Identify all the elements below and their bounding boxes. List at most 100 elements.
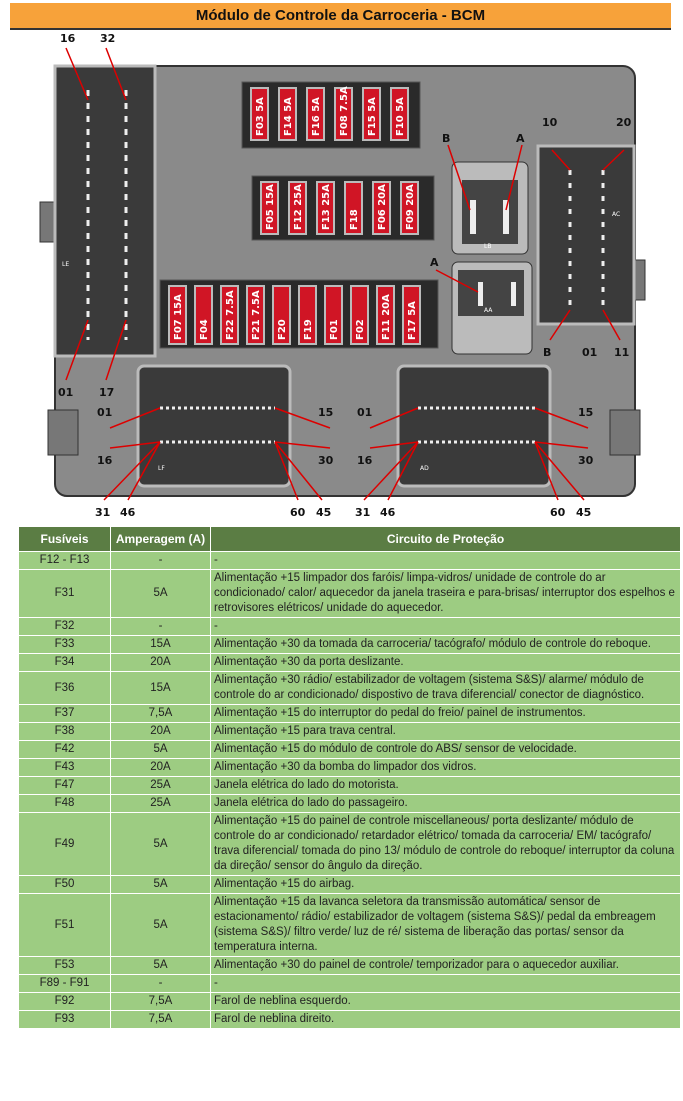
fuse: F02 (350, 285, 369, 345)
fuse-label: F02 (355, 319, 366, 340)
mount-tab (47, 409, 79, 456)
circuit-description: Alimentação +15 do interruptor do pedal … (210, 704, 681, 723)
fuse-id: F93 (18, 1010, 111, 1029)
circuit-description: Janela elétrica do lado do motorista. (210, 776, 681, 795)
pin-label: 01 (97, 406, 112, 419)
fuse-label: F08 7.5A (339, 86, 350, 136)
fuse-label: F17 5A (407, 301, 418, 340)
circuit-description: Alimentação +30 rádio/ estabilizador de … (210, 671, 681, 705)
pin-label: A (430, 256, 439, 269)
circuit-description: Alimentação +15 para trava central. (210, 722, 681, 741)
fuse-id: F42 (18, 740, 111, 759)
pin-label: 17 (99, 386, 114, 399)
fuse-label: F07 15A (173, 294, 184, 340)
fuse: F13 25A (316, 181, 335, 235)
mount-tab (609, 409, 641, 456)
fuse-id: F49 (18, 812, 111, 876)
pin-label: 01 (582, 346, 597, 359)
fuse-id: F89 - F91 (18, 974, 111, 993)
pin-label: 46 (380, 506, 396, 519)
pin-label: 15 (318, 406, 333, 419)
svg-text:LE: LE (62, 261, 69, 268)
amperage: - (110, 974, 211, 993)
svg-text:AC: AC (612, 211, 620, 218)
pin-label: 31 (95, 506, 110, 519)
fuse: F03 5A (250, 87, 269, 141)
amperage: 25A (110, 776, 211, 795)
svg-text:AA: AA (484, 307, 493, 314)
circuit-description: Alimentação +15 do painel de controle mi… (210, 812, 681, 876)
pin-label: 30 (318, 454, 334, 467)
fuse-label: F05 15A (265, 184, 276, 230)
fuse-label: F13 25A (321, 184, 332, 230)
fuse-label: F18 (349, 209, 360, 230)
pin-label: 01 (357, 406, 372, 419)
amperage: 15A (110, 635, 211, 654)
fuse: F16 5A (306, 87, 325, 141)
pin-label: 30 (578, 454, 594, 467)
circuit-description: Janela elétrica do lado do passageiro. (210, 794, 681, 813)
pin-label: B (543, 346, 551, 359)
circuit-description: Alimentação +30 da tomada da carroceria/… (210, 635, 681, 654)
amperage: - (110, 551, 211, 570)
fuse: F07 15A (168, 285, 187, 345)
fuse-id: F36 (18, 671, 111, 705)
amperage: 5A (110, 956, 211, 975)
fuse-label: F15 5A (367, 97, 378, 136)
lf-connector: LF (136, 364, 292, 488)
circuit-description: Alimentação +15 limpador dos faróis/ lim… (210, 569, 681, 618)
fuse-id: F48 (18, 794, 111, 813)
amperage: 7,5A (110, 992, 211, 1011)
fuse: F21 7.5A (246, 285, 265, 345)
pin-label: 32 (100, 32, 115, 45)
fuse-id: F92 (18, 992, 111, 1011)
circuit-description: Alimentação +30 da porta deslizante. (210, 653, 681, 672)
pin-label: 16 (357, 454, 373, 467)
fuse-label: F21 7.5A (251, 290, 262, 340)
circuit-description: - (210, 617, 681, 636)
circuit-description: Alimentação +15 do módulo de controle do… (210, 740, 681, 759)
amperage: 5A (110, 875, 211, 894)
fuse-id: F51 (18, 893, 111, 957)
fuse-id: F37 (18, 704, 111, 723)
header-circuito: Circuito de Proteção (210, 526, 681, 552)
fuse-label: F22 7.5A (225, 290, 236, 340)
left-connector: LE (53, 64, 157, 358)
fuse: F15 5A (362, 87, 381, 141)
circuit-description: - (210, 974, 681, 993)
svg-text:AD: AD (420, 465, 429, 472)
pin-label: 16 (60, 32, 76, 45)
svg-text:LF: LF (158, 465, 165, 472)
fuse-id: F50 (18, 875, 111, 894)
fuse-label: F09 20A (405, 184, 416, 230)
ad-connector: AD (396, 364, 552, 488)
fuse-id: F33 (18, 635, 111, 654)
fuse: F12 25A (288, 181, 307, 235)
fuse-label: F12 25A (293, 184, 304, 230)
ac-connector: AC (536, 144, 636, 326)
circuit-description: Farol de neblina direito. (210, 1010, 681, 1029)
fuse: F08 7.5A (334, 86, 353, 141)
header-fusiveis: Fusíveis (18, 526, 111, 552)
fuse-label: F03 5A (255, 97, 266, 136)
fuse-label: F19 (303, 319, 314, 340)
fuse: F17 5A (402, 285, 421, 345)
amperage: 7,5A (110, 1010, 211, 1029)
amperage: 20A (110, 722, 211, 741)
fuse: F06 20A (372, 181, 391, 235)
table-row: F32-- (18, 617, 681, 636)
svg-text:LB: LB (484, 243, 491, 250)
